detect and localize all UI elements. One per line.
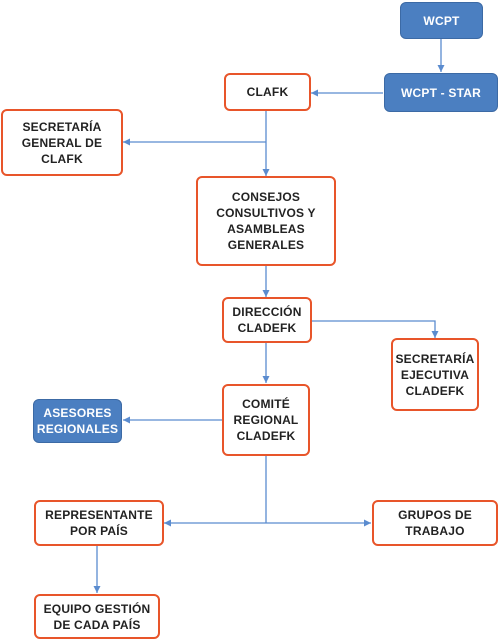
- node-clafk: CLAFK: [224, 73, 311, 111]
- node-grupos: GRUPOS DE TRABAJO: [372, 500, 498, 546]
- node-representante-label: REPRESENTANTE POR PAÍS: [45, 508, 153, 538]
- node-secretaria-ejecutiva: SECRETARÍA EJECUTIVA CLADEFK: [391, 338, 479, 411]
- node-clafk-label: CLAFK: [246, 85, 289, 99]
- node-direccion-label: DIRECCIÓN CLADEFK: [232, 305, 302, 335]
- node-equipo: EQUIPO GESTIÓN DE CADA PAÍS: [34, 594, 160, 639]
- node-secretaria-general: SECRETARÍA GENERAL DE CLAFK: [1, 109, 123, 176]
- node-grupos-label: GRUPOS DE TRABAJO: [398, 508, 472, 538]
- node-consejos-label: CONSEJOS CONSULTIVOS Y ASAMBLEAS GENERAL…: [216, 190, 316, 252]
- node-wcpt-star-label: WCPT - STAR: [401, 85, 481, 100]
- edge-direccion-to-secretaria-ejecutiva: [312, 320, 439, 338]
- node-equipo-label: EQUIPO GESTIÓN DE CADA PAÍS: [43, 601, 151, 632]
- node-secretaria-ejecutiva-label: SECRETARÍA EJECUTIVA CLADEFK: [395, 351, 475, 398]
- node-comite: COMITÉ REGIONAL CLADEFK: [222, 384, 310, 456]
- node-asesores-label: ASESORES REGIONALES: [36, 406, 119, 436]
- node-direccion: DIRECCIÓN CLADEFK: [222, 297, 312, 343]
- node-wcpt-star: WCPT - STAR: [384, 73, 498, 112]
- node-wcpt-label: WCPT: [423, 13, 460, 28]
- node-consejos: CONSEJOS CONSULTIVOS Y ASAMBLEAS GENERAL…: [196, 176, 336, 266]
- node-representante: REPRESENTANTE POR PAÍS: [34, 500, 164, 546]
- node-asesores: ASESORES REGIONALES: [33, 399, 122, 443]
- node-wcpt: WCPT: [400, 2, 483, 39]
- node-comite-label: COMITÉ REGIONAL CLADEFK: [233, 397, 299, 443]
- node-secretaria-general-label: SECRETARÍA GENERAL DE CLAFK: [21, 119, 103, 166]
